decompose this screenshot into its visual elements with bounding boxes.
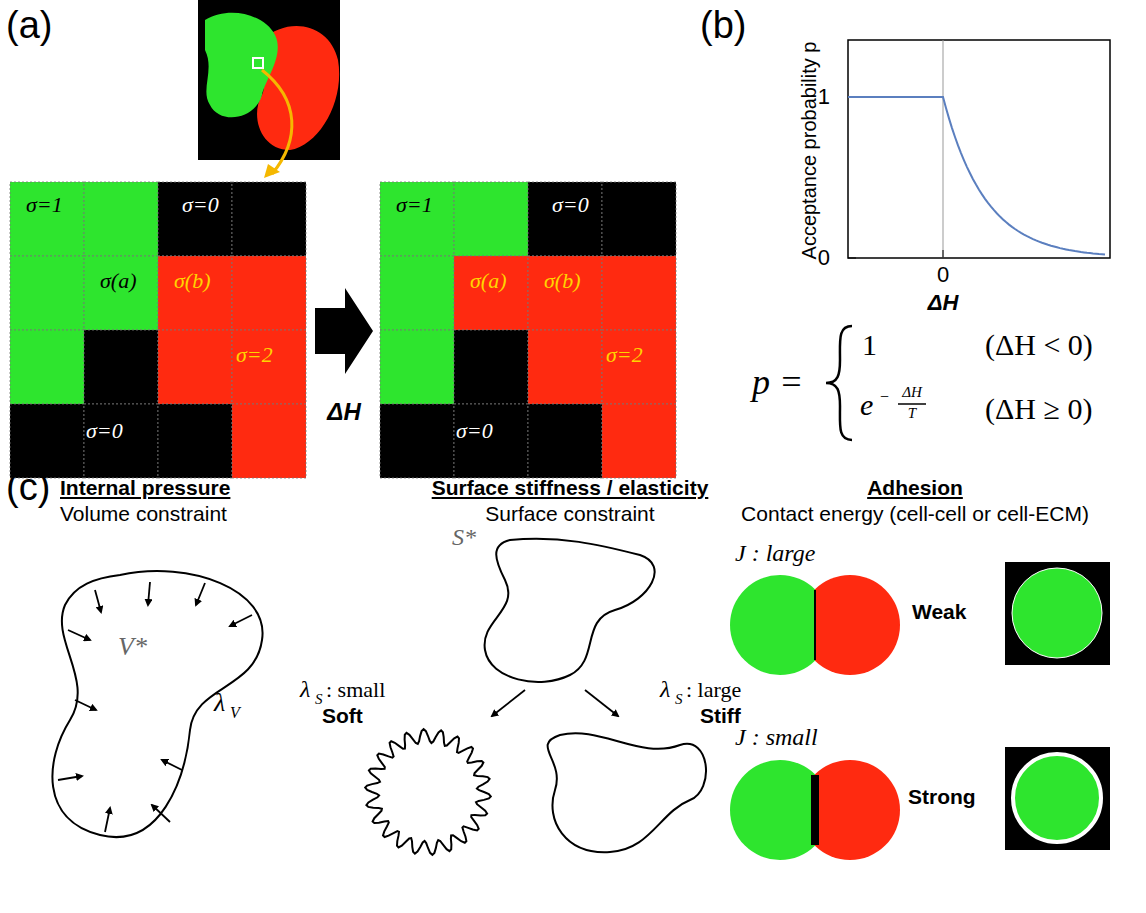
symbol-label: S bbox=[315, 691, 323, 708]
formula-text: − bbox=[880, 388, 889, 406]
surface-cells bbox=[365, 539, 706, 855]
transition-arrow bbox=[315, 288, 373, 374]
spin-label: σ=0 bbox=[456, 418, 493, 443]
formula-text: (ΔH ≥ 0) bbox=[985, 392, 1092, 427]
section-subtitle: Surface constraint bbox=[485, 502, 654, 526]
state-label: Stiff bbox=[700, 704, 741, 728]
symbol-label: λ bbox=[660, 676, 670, 704]
fraction-bar bbox=[898, 403, 926, 405]
section-subtitle: Volume constraint bbox=[60, 502, 227, 526]
formula-text: (ΔH < 0) bbox=[985, 328, 1093, 363]
formula-text: T bbox=[908, 405, 916, 422]
symbol-label: λ bbox=[214, 688, 225, 718]
acceptance-plot bbox=[848, 40, 1110, 258]
spin-label: σ(b) bbox=[544, 268, 581, 293]
symbol-label: J : small bbox=[735, 724, 818, 752]
lattice-grids bbox=[10, 182, 676, 478]
section-subtitle: Contact energy (cell-cell or cell-ECM) bbox=[741, 502, 1089, 526]
spin-label: σ(a) bbox=[470, 268, 507, 293]
state-label: Strong bbox=[908, 785, 976, 809]
brace bbox=[826, 326, 852, 440]
formula-text: 1 bbox=[862, 328, 877, 363]
state-label: Soft bbox=[322, 704, 363, 728]
symbol-label: S* bbox=[452, 524, 476, 552]
formula-text: e bbox=[860, 388, 873, 423]
axis-title: ΔH bbox=[928, 290, 959, 315]
section-title: Adhesion bbox=[867, 476, 963, 500]
tick-label: 1 bbox=[818, 84, 830, 109]
formula-text: ΔH bbox=[902, 384, 922, 401]
symbol-label: J : large bbox=[735, 540, 815, 568]
spin-label: σ=2 bbox=[236, 342, 273, 367]
spin-label: σ=1 bbox=[26, 192, 63, 217]
spin-label: σ=0 bbox=[86, 418, 123, 443]
state-label: Weak bbox=[912, 600, 966, 624]
section-title: Internal pressure bbox=[60, 476, 230, 500]
spin-label: σ=2 bbox=[606, 342, 643, 367]
symbol-label: V* bbox=[118, 632, 147, 662]
panel-label: (a) bbox=[6, 4, 52, 48]
section-title: Surface stiffness / elasticity bbox=[432, 476, 709, 500]
adhesion-cells bbox=[730, 562, 1110, 860]
spin-label: σ(b) bbox=[174, 268, 211, 293]
panel-label: (b) bbox=[700, 4, 746, 48]
panel-label: (c) bbox=[6, 466, 50, 510]
spin-label: σ=0 bbox=[552, 192, 589, 217]
pressure-cell bbox=[52, 571, 262, 837]
formula-text: p = bbox=[752, 362, 803, 403]
symbol-label: : small bbox=[326, 677, 385, 702]
axis-title: Acceptance probability p bbox=[798, 41, 821, 259]
energy-change: ΔH bbox=[327, 398, 360, 426]
spin-label: σ=1 bbox=[396, 192, 433, 217]
symbol-label: V bbox=[230, 704, 240, 722]
spin-label: σ=0 bbox=[182, 192, 219, 217]
tick-label: 0 bbox=[937, 262, 949, 287]
symbol-label: λ bbox=[300, 676, 310, 704]
symbol-label: : large bbox=[686, 677, 741, 702]
tick-label: 0 bbox=[818, 245, 830, 270]
symbol-label: S bbox=[675, 691, 683, 708]
spin-label: σ(a) bbox=[100, 268, 137, 293]
cell-image bbox=[198, 0, 340, 178]
